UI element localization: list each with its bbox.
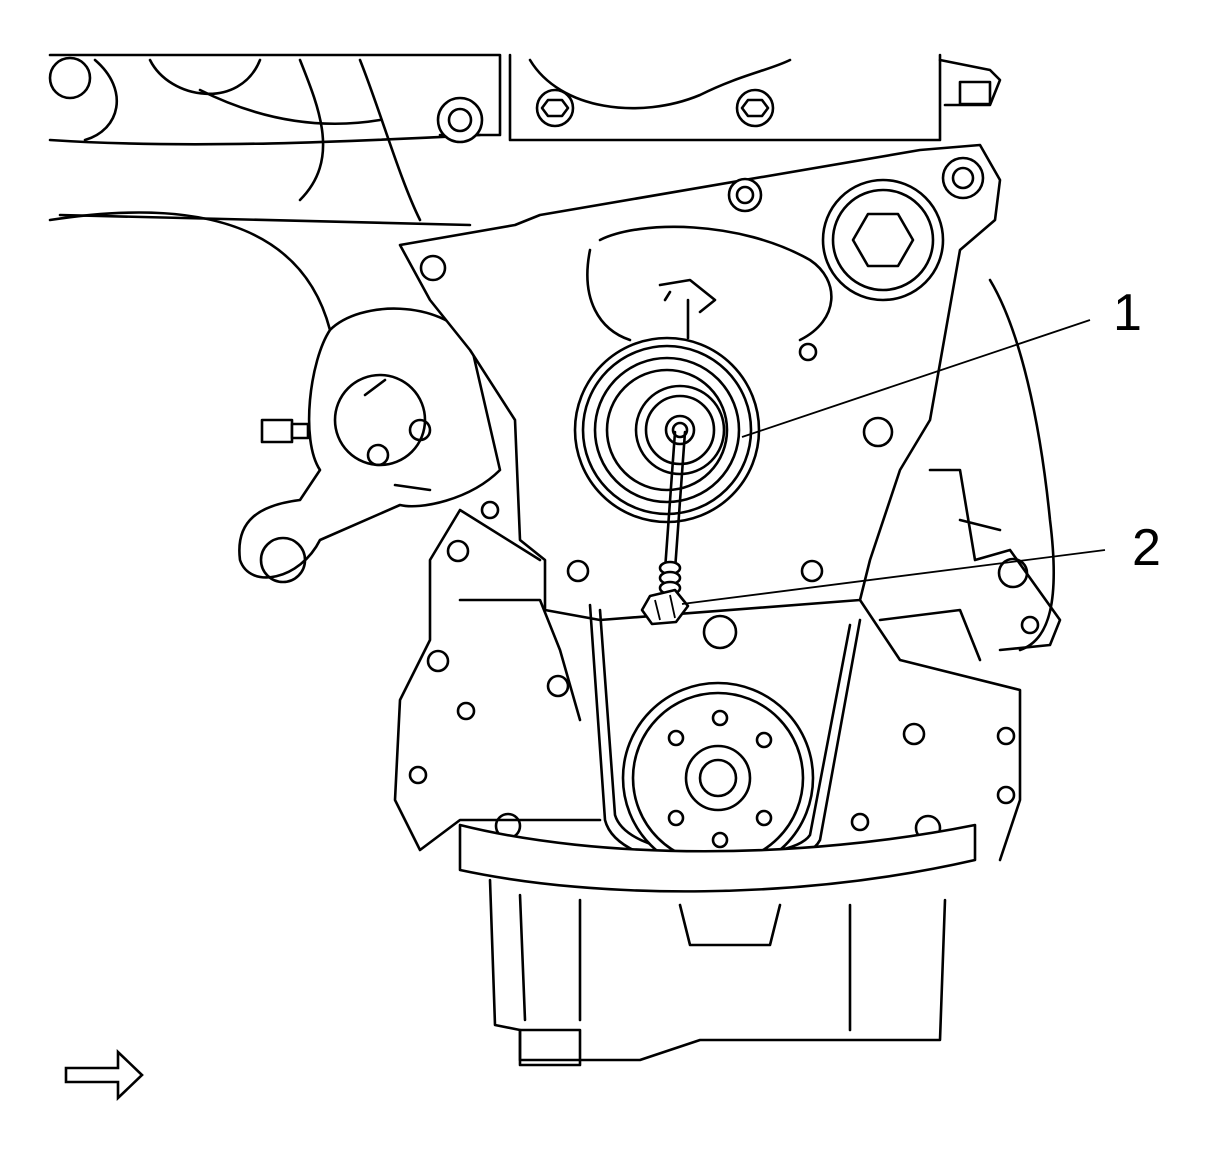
leader-line-2 <box>681 549 1106 605</box>
callout-1: 1 <box>1113 284 1142 342</box>
lower-block <box>393 508 1022 862</box>
callout-2: 2 <box>1132 519 1161 577</box>
oil-pan <box>458 823 977 1067</box>
leader-line-1 <box>741 319 1091 438</box>
cylinder-head <box>436 53 1002 144</box>
crankshaft-pulley <box>621 681 815 875</box>
tensioner-bolt <box>640 588 690 626</box>
tensioner-pulley <box>573 278 761 524</box>
camshaft-plug <box>821 178 945 302</box>
arrow-right-icon <box>64 1048 144 1102</box>
accessory-bracket <box>238 307 502 584</box>
adjustment-tool <box>658 430 687 596</box>
right-housing <box>928 278 1062 652</box>
